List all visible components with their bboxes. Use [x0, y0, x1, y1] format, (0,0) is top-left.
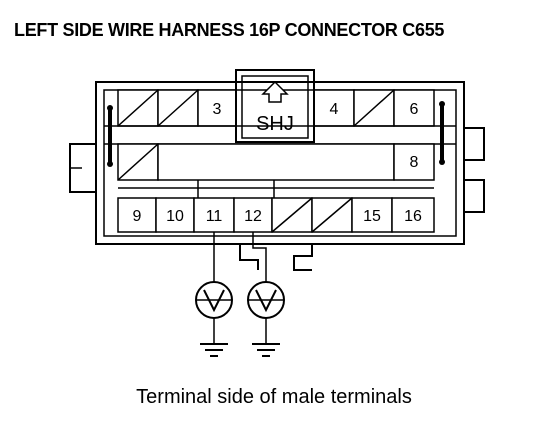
pin-label-4: 4 [330, 101, 339, 118]
pin-label-9: 9 [133, 208, 142, 225]
voltmeter-2 [247, 281, 285, 319]
ground-icon [200, 343, 228, 357]
voltmeter-2-symbol: V [266, 285, 267, 287]
voltmeter-1-symbol: V [214, 285, 215, 287]
up-arrow-icon [261, 80, 289, 103]
pin-label-3: 3 [213, 101, 222, 118]
pin-label-12: 12 [244, 208, 262, 225]
cavity-16 [391, 197, 435, 233]
probe-wire-2 [252, 232, 267, 284]
ground-icon [252, 343, 280, 357]
cavity-15 [351, 197, 393, 233]
bottom-latch-left [239, 244, 259, 270]
bottom-latch-right [293, 244, 313, 271]
right-mounting-tab-upper [464, 127, 485, 161]
key-housing [235, 69, 315, 143]
diagram-caption: Terminal side of male terminals [136, 386, 412, 408]
pin-label-10: 10 [166, 208, 184, 225]
key-housing-inner [241, 75, 309, 139]
pin-label-8: 8 [410, 154, 419, 171]
voltmeter-1 [195, 281, 233, 319]
pin-label-6: 6 [410, 101, 419, 118]
pin-labels: 3 4 6 8 9 10 11 12 15 16 [133, 101, 422, 225]
right-mounting-tab-lower [464, 179, 485, 213]
cavity-10 [155, 197, 195, 233]
connector-outer-shell [95, 81, 465, 245]
diagram-title: LEFT SIDE WIRE HARNESS 16P CONNECTOR C65… [14, 20, 444, 40]
cavity-8 [393, 143, 435, 181]
pin-label-15: 15 [363, 208, 381, 225]
cavity-11 [193, 197, 235, 233]
key-label: SHJ [256, 113, 294, 135]
middle-long-slot [157, 143, 395, 181]
pin-label-11: 11 [206, 208, 223, 225]
pin-label-16: 16 [404, 208, 422, 225]
